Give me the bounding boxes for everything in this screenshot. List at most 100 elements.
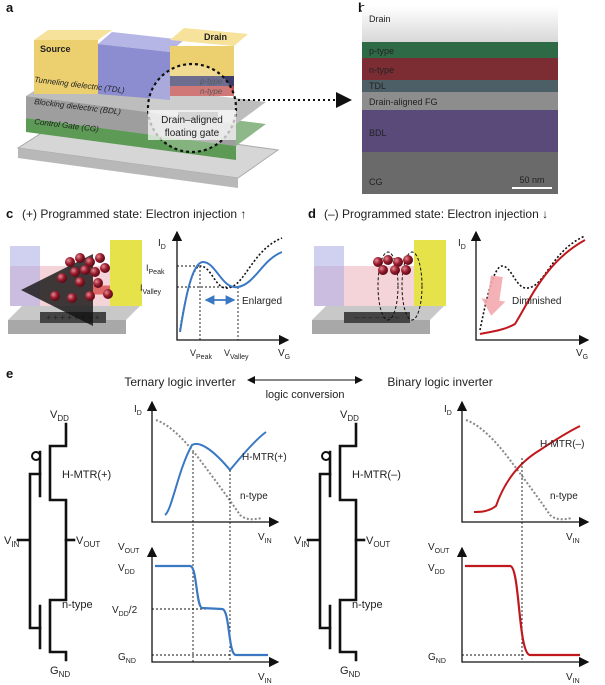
channel-top [98, 32, 184, 52]
e-right-vtc-curve [465, 564, 580, 657]
e-left-hmtr-curve [164, 431, 267, 516]
e-right-id-ntype: n-type [550, 491, 578, 502]
e-left-id-hmtr: H-MTR(+) [242, 452, 287, 463]
e-right-vout: VOUT [366, 535, 390, 549]
c-electron-cluster [50, 253, 113, 303]
sem-tdl [362, 80, 558, 92]
e-right-id-hmtr: H-MTR(–) [540, 439, 584, 450]
e-left-vtc-vin: VIN [258, 672, 272, 685]
c-blue-curve [179, 251, 283, 333]
e-right-vtc-gnd: GND [428, 652, 446, 665]
e-left-gnd: GND [50, 665, 70, 679]
e-left-vtc-vdd-half: VDD/2 [112, 605, 138, 618]
source-block [34, 40, 98, 94]
d-annotation: Diminished [512, 296, 561, 307]
e-left-ntype: n-type [62, 599, 93, 611]
sem-scale-text: 50 nm [519, 175, 544, 185]
e-left-title: Ternary logic inverter [124, 375, 235, 389]
c-drain [110, 240, 142, 306]
d-axes [475, 236, 590, 346]
e-right-gate-bubble [321, 451, 331, 461]
d-source [314, 246, 344, 306]
e-right-ntype: n-type [352, 599, 383, 611]
drain-top [170, 28, 248, 46]
e-left-id-label: ID [134, 404, 142, 417]
e-left-drain-path [48, 422, 68, 662]
e-left-hmtr: H-MTR(+) [62, 469, 111, 481]
panel-e: e Ternary logic inverter Binary logic in… [4, 366, 590, 685]
e-left-vtc-gnd: GND [118, 652, 136, 665]
sem-p-type [362, 42, 558, 58]
sem-label-cg: CG [369, 177, 383, 187]
d-red-curve [479, 239, 586, 335]
e-right-vin: VIN [294, 535, 310, 549]
e-left-input [16, 472, 42, 630]
e-left-vtc-curve [155, 564, 268, 657]
d-fg-bar [344, 312, 410, 323]
panel-label-a: a [6, 0, 14, 15]
panel-label-d: d [308, 206, 316, 221]
sem-fg [362, 92, 558, 110]
e-left-vin: VIN [4, 535, 20, 549]
sem-label-p-type: p-type [369, 46, 394, 56]
fg-label-bg [148, 110, 236, 140]
panel-b: b Drain p-type n-type TDL Drain-aligned … [358, 0, 558, 194]
e-left-gate-bubble [31, 451, 41, 461]
sem-label-n-type: n-type [369, 65, 394, 75]
c-source [10, 246, 40, 306]
e-left-id-ntype: n-type [240, 491, 268, 502]
e-right-vtc-vout: VOUT [428, 542, 450, 555]
e-right-drain-path [338, 422, 358, 662]
e-right-vtc-vdd: VDD [428, 563, 445, 576]
panel-label-e: e [6, 366, 13, 381]
panel-c: c (+) Programmed state: Electron injecti… [6, 206, 290, 361]
e-left-id-axes [151, 406, 280, 528]
c-ipeak-label: IPeak [146, 263, 165, 276]
label-fg-line2: floating gate [165, 128, 220, 139]
e-right-input [306, 472, 332, 630]
d-base-front [312, 320, 430, 334]
panel-label-c: c [6, 206, 13, 221]
e-right-id-axes [461, 406, 590, 528]
panel-c-title: (+) Programmed state: Electron injection… [22, 207, 246, 221]
e-right-vdd: VDD [340, 409, 359, 423]
c-charge-signs: + + + + + + + + [47, 313, 100, 322]
e-right-title: Binary logic inverter [387, 375, 492, 389]
d-electron-cluster [373, 255, 413, 275]
c-x-label: VG [278, 348, 290, 361]
panel-a: a Source Drain p-type n-type Tunneling d… [6, 0, 352, 188]
channel-front [98, 44, 170, 100]
sem-label-drain: Drain [369, 14, 391, 24]
label-fg-line1: Drain–aligned [161, 115, 223, 126]
d-drain [414, 240, 446, 306]
label-drain: Drain [204, 32, 227, 42]
sem-label-bdl: BDL [369, 128, 387, 138]
c-annotation: Enlarged [242, 296, 282, 307]
p-type-strip [170, 76, 234, 86]
source-top [34, 30, 112, 40]
label-n-type: n-type [200, 87, 223, 96]
e-right-ntype-curve [465, 419, 573, 521]
e-right-circuit: VDD H-MTR(–) n-type VIN VOUT GND [294, 409, 401, 679]
label-p-type: p-type [199, 77, 223, 86]
sem-bdl [362, 110, 558, 152]
e-left-vout: VOUT [76, 535, 100, 549]
c-dotted-curve [179, 237, 283, 331]
c-ivalley-label: IValley [140, 283, 162, 296]
sem-label-tdl: TDL [369, 81, 386, 91]
d-y-label: ID [458, 238, 466, 251]
e-left-vtc-vdd: VDD [118, 563, 135, 576]
e-right-gnd: GND [340, 665, 360, 679]
drain-block [170, 46, 234, 76]
d-diminish-arrow [481, 275, 506, 316]
panel-d: d (–) Programmed state: Electron injecti… [308, 206, 590, 361]
c-vpeak-label: VPeak [190, 348, 212, 361]
sem-drain [362, 6, 558, 42]
label-source: Source [40, 44, 71, 54]
d-x-label: VG [576, 348, 588, 361]
e-left-vtc-axes [151, 552, 280, 668]
panel-d-title: (–) Programmed state: Electron injection… [324, 207, 548, 221]
n-type-strip [170, 86, 234, 96]
e-right-hmtr-curve [473, 425, 581, 513]
